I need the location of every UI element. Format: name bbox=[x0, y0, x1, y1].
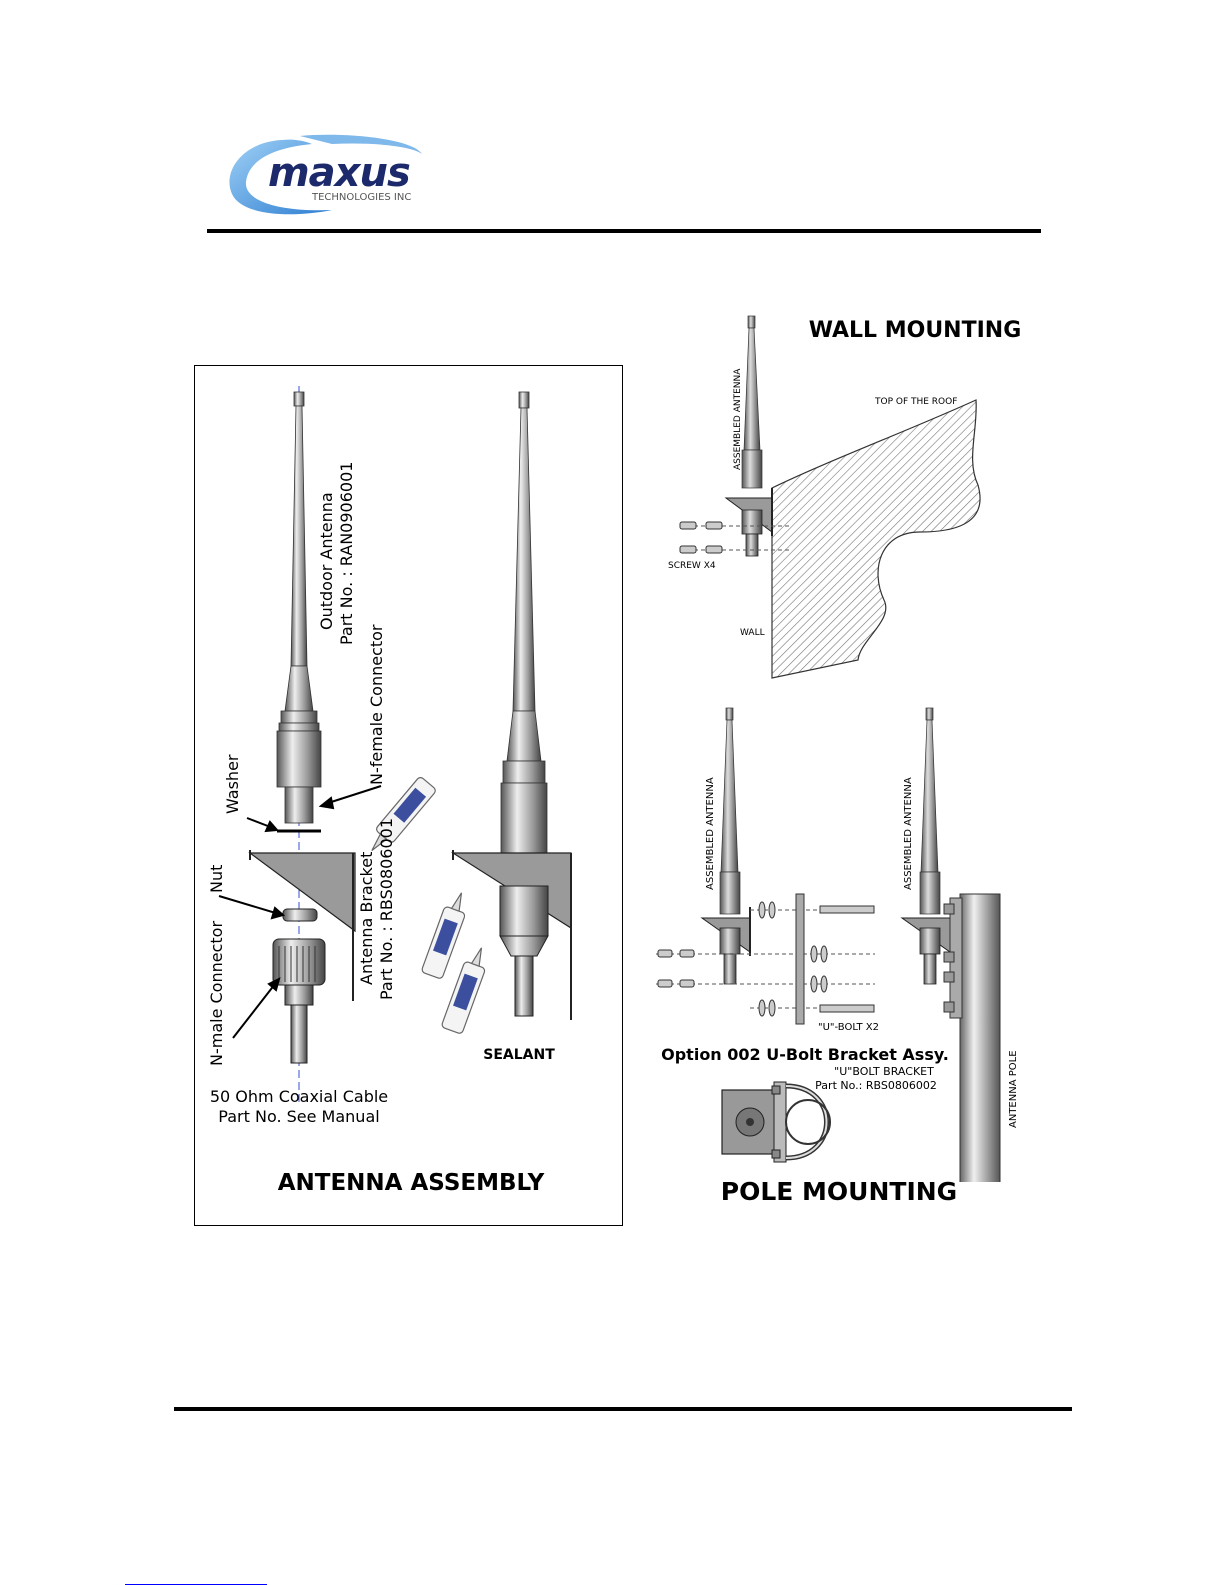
outdoor-antenna-exploded bbox=[276, 391, 322, 824]
sealant-tube-icon bbox=[371, 777, 486, 1034]
footer-rule bbox=[174, 1407, 1072, 1411]
pole-exploded-assembly bbox=[656, 707, 875, 1025]
logo-brand: maxus bbox=[268, 150, 411, 196]
header-rule bbox=[207, 229, 1041, 233]
assembled-antenna-with-sealant bbox=[450, 391, 572, 1020]
wall-screws bbox=[679, 521, 790, 554]
nut-part bbox=[282, 908, 318, 922]
antenna-assembly-panel bbox=[194, 365, 623, 1226]
pole-assembled bbox=[900, 707, 1001, 1182]
logo-subtitle: TECHNOLOGIES INC bbox=[312, 192, 412, 203]
n-male-connector-part bbox=[272, 938, 326, 1064]
logo-swoosh-icon bbox=[229, 134, 422, 215]
ubolt-bracket-detail bbox=[721, 1081, 831, 1163]
wall-mounting-diagram bbox=[679, 315, 981, 679]
antenna-bracket-part bbox=[248, 850, 356, 1001]
company-logo: maxus TECHNOLOGIES INC bbox=[222, 132, 427, 218]
antenna-assembly-diagram bbox=[218, 386, 572, 1106]
pole-mounting-diagram bbox=[656, 707, 1001, 1182]
